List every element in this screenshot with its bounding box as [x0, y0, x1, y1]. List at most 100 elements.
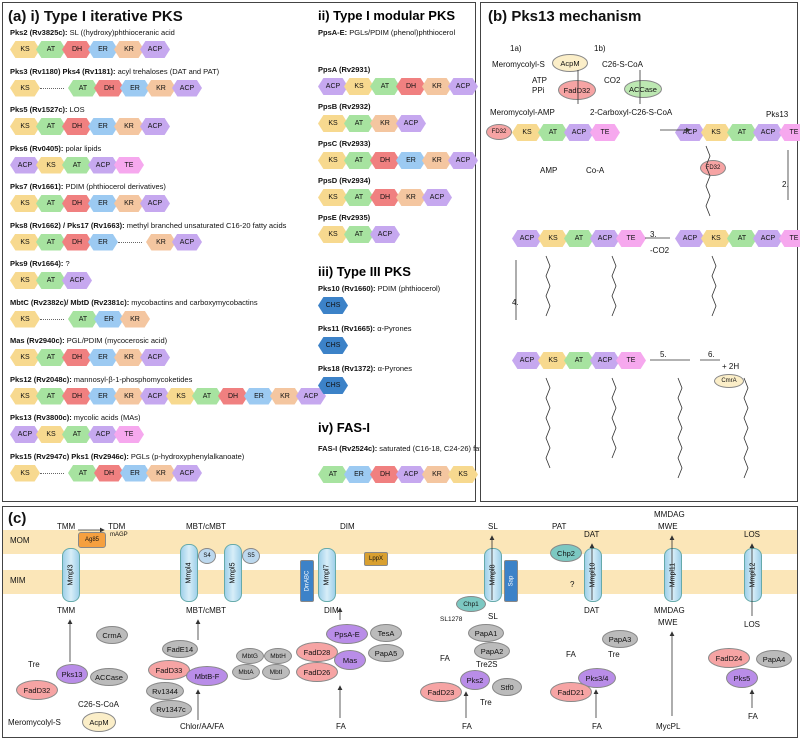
iterative-entry-label: Pks13 (Rv3800c): mycolic acids (MAs) — [10, 413, 141, 422]
pks13-c-domain-at: AT — [564, 352, 594, 369]
iterative-entry-label: Pks12 (Rv2048c): mannosyl-β-1-phosphomyc… — [10, 374, 193, 384]
mom-band — [3, 530, 797, 554]
mycpl: MycPL — [656, 722, 681, 731]
pks13-b-domain-acp: ACP — [675, 230, 705, 247]
iterative-domain-dh: DH — [62, 41, 92, 58]
sl1278: SL1278 — [440, 616, 463, 623]
pks2-c: Pks2 — [460, 670, 490, 690]
modular-entry-label: PpsD (Rv2934) — [318, 176, 371, 185]
mbt-top: MBT/cMBT — [186, 522, 226, 531]
iterative-domain-acp: ACP — [62, 272, 92, 289]
step-1b: 1b) — [594, 44, 606, 53]
amp-label: AMP — [540, 166, 558, 175]
fadd32-ellipse: FadD32 — [558, 80, 596, 100]
modular-domain-er: ER — [396, 152, 426, 169]
tre-c5: Tre — [608, 650, 620, 659]
iterative-domain-ks: KS — [10, 41, 40, 58]
chlor: Chlor/AA/FA — [180, 722, 225, 731]
acpm-ellipse: AcpM — [552, 54, 588, 72]
panel-c-title: (c) — [8, 510, 27, 527]
iterative-domain-kr: KR — [120, 310, 150, 328]
iterative-domain-acp: ACP — [140, 195, 170, 212]
modular-title: ii) Type I modular PKS — [318, 8, 456, 23]
pks13-b-domain-te: TE — [779, 230, 800, 247]
type3-domain-chs: CHS — [318, 297, 348, 314]
fas-domain-acp: ACP — [396, 466, 426, 483]
los-mid: LOS — [744, 620, 761, 629]
pks13-start-domain-acp: ACP — [564, 124, 594, 141]
pks13-loaded-domain-acp: ACP — [675, 124, 705, 141]
papa5: PapA5 — [368, 644, 404, 662]
step-5: 5. — [660, 350, 667, 359]
type3-domain-chs: CHS — [318, 337, 348, 354]
iterative-domain-acp: ACP — [140, 41, 170, 58]
iterative-domain-acp: ACP — [88, 156, 118, 174]
atp: ATP — [532, 76, 547, 85]
iterative-domain-at: AT — [36, 233, 66, 251]
iterative-entry-label: Pks2 (Rv3825c): SL ((hydroxy)phthioceran… — [10, 28, 175, 37]
co2: CO2 — [604, 76, 621, 85]
mwe-top: MWE — [658, 522, 678, 531]
iterative-entry-label: MbtC (Rv2382c)/ MbtD (Rv2381c): mycobact… — [10, 297, 258, 307]
modular-domain-kr: KR — [422, 152, 452, 169]
unknown: ? — [570, 580, 575, 589]
iterative-domain-te: TE — [114, 156, 144, 174]
iterative-domain-er: ER — [88, 387, 118, 405]
iterative-domain-acp: ACP — [140, 118, 170, 135]
modular-domain-dh: DH — [370, 189, 400, 206]
co2-release: -CO2 — [650, 246, 670, 255]
modular-domain-acp: ACP — [422, 189, 452, 206]
iterative-domain-ks: KS — [166, 387, 196, 405]
tmm-mid: TMM — [57, 606, 76, 615]
pks13-start-domain-te: TE — [590, 124, 620, 141]
modular-domain-ks: KS — [318, 152, 348, 169]
step-2: 2. — [782, 180, 789, 189]
iterative-domain-at: AT — [68, 464, 98, 482]
iterative-domain-er: ER — [88, 233, 118, 251]
iterative-entry-label: Mas (Rv2940c): PGL/PDIM (mycocerosic aci… — [10, 336, 168, 345]
fas-domain-dh: DH — [370, 466, 400, 483]
mbth: MbtH — [264, 648, 292, 664]
mbti: MbtI — [262, 664, 290, 680]
modular-domain-acp: ACP — [396, 115, 426, 132]
tre-c1: Tre — [28, 660, 40, 669]
fas-label: FAS-I (Rv2524c): saturated (C16-18, C24-… — [318, 444, 507, 453]
iterative-entry-label: Pks15 (Rv2947c) Pks1 (Rv2946c): PGLs (p-… — [10, 451, 245, 461]
acpm-c: AcpM — [82, 712, 116, 732]
fade14: FadE14 — [162, 640, 198, 658]
pks13-c-domain-te: TE — [616, 352, 646, 369]
iterative-entry-label: Pks7 (Rv1661): PDIM (phthiocerol derivat… — [10, 182, 166, 191]
step-1a: 1a) — [510, 44, 522, 53]
iterative-domain-acp: ACP — [10, 426, 40, 443]
mmpl12: Mmpl12 — [744, 548, 762, 602]
modular-domain-at: AT — [344, 189, 374, 206]
iterative-domain-er: ER — [120, 79, 150, 97]
iterative-domain-kr: KR — [114, 195, 144, 212]
drrabc: DrrABC — [300, 560, 314, 602]
carboxyl-c26: 2-Carboxyl-C26-S-CoA — [590, 108, 673, 117]
modular-domain-kr: KR — [422, 78, 452, 95]
iterative-domain-kr: KR — [146, 464, 176, 482]
iterative-domain-ks: KS — [10, 118, 40, 135]
dat-mid: DAT — [584, 606, 600, 615]
s4: S4 — [198, 548, 216, 564]
iterative-domain-acp: ACP — [172, 233, 202, 251]
iterative-linker — [118, 241, 142, 243]
iterative-linker — [40, 472, 64, 474]
fas-domain-er: ER — [344, 466, 374, 483]
iterative-domain-at: AT — [68, 310, 98, 328]
stf0: Stf0 — [492, 678, 522, 696]
ppi: PPi — [532, 86, 545, 95]
iterative-domain-acp: ACP — [296, 387, 326, 405]
pks13-c-domain-ks: KS — [538, 352, 568, 369]
iterative-domain-ks: KS — [10, 79, 40, 97]
